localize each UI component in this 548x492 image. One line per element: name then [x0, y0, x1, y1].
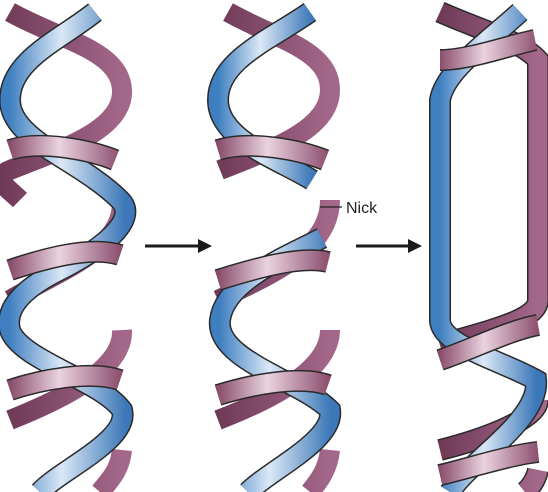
panel-nicked-helix: Nick: [218, 12, 378, 492]
blue-strand-fill: [440, 12, 536, 492]
panel-relaxed-helix: [440, 12, 538, 492]
arrow-1: [145, 239, 212, 253]
panel-intact-helix: [1, 12, 125, 492]
arrow-2: [356, 239, 422, 253]
nick-label: Nick: [346, 200, 378, 217]
